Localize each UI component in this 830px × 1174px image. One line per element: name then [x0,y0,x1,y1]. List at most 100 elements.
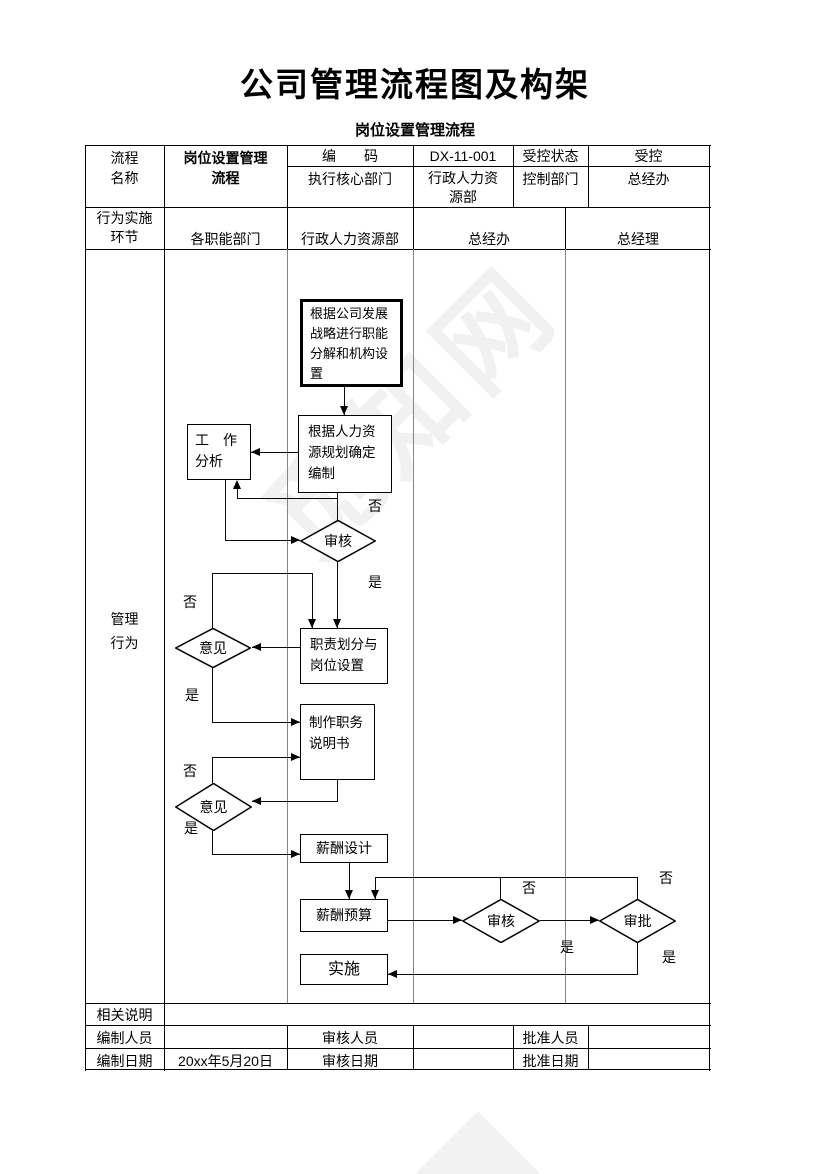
arrowhead-icon [590,916,599,924]
node-review1-label: 审核 [324,533,352,549]
flow-connector [637,943,638,975]
node-opinion1-label: 意见 [199,640,227,656]
opinion2-yes-label: 是 [184,820,198,836]
arrowhead-icon [291,850,300,858]
table-line [85,1048,711,1049]
opinion1-no-label: 否 [183,594,197,610]
arrowhead-icon [291,536,300,544]
flow-connector [212,757,300,758]
lane-header-gm-office: 总经办 [468,231,510,247]
node-start: 根据公司发展 战略进行职能 分解和机构设 置 [300,299,403,387]
arrowhead-icon [453,916,462,924]
node-implement: 实施 [300,954,388,985]
lane-header-gm: 总经理 [617,231,659,247]
node-review1-diamond: 审核 [300,520,376,562]
table-line [565,207,566,249]
review1-no-label: 否 [368,498,382,514]
table-line [85,207,711,208]
process-name-label: 流程 名称 [110,150,139,186]
control-dept-value: 总经办 [627,171,670,187]
node-review2-diamond: 审核 [462,899,540,943]
flow-connector [212,757,213,783]
flow-connector [212,831,213,855]
node-approve-diamond: 审批 [599,899,676,943]
lane-row-label: 行为实施 环节 [96,210,153,245]
approve-yes-label: 是 [662,949,676,965]
flow-connector [212,573,213,628]
node-review2-label: 审核 [487,913,515,929]
flow-connector [225,480,226,541]
node-hr-plan: 根据人力资 源规划确定 编制 [298,415,392,493]
lane-line [287,249,288,1003]
opinion1-yes-label: 是 [185,687,199,703]
flow-connector [212,573,313,574]
flow-connector [375,877,638,878]
control-dept-label: 控制部门 [522,171,579,187]
flow-connector [237,483,238,499]
flow-connector [344,387,345,415]
flow-connector [237,498,338,499]
arrowhead-icon [308,619,316,628]
lane-header-hr: 行政人力资源部 [301,231,399,247]
table-line [164,145,165,1071]
flow-connector [540,920,599,921]
approver-label: 批准人员 [522,1030,579,1046]
exec-dept-label: 执行核心部门 [308,171,392,187]
flow-connector [252,647,300,648]
management-row-label: 管理 行为 [110,611,139,651]
exec-dept-value: 行政人力资 源部 [428,170,498,205]
flow-connector [637,877,638,899]
flow-connector [388,974,637,975]
approve-no-label: 否 [659,870,673,886]
table-line [85,1025,711,1026]
arrowhead-icon [340,406,348,415]
page-subtitle: 岗位设置管理流程 [354,122,475,139]
flow-connector [212,722,300,723]
table-line [85,145,711,146]
node-opinion2-label: 意见 [199,799,228,815]
review1-yes-label: 是 [368,574,382,590]
make-date-value: 20xx年5月20日 [178,1053,273,1069]
flow-connector [500,877,501,899]
table-line [85,249,711,250]
process-name-value: 岗位设置管理 流程 [183,150,268,186]
lane-header-depts: 各职能部门 [190,231,261,247]
table-line [85,145,86,1071]
flow-connector [225,540,300,541]
control-state-value: 受控 [634,148,663,164]
node-opinion1-diamond: 意见 [175,628,251,668]
review2-yes-label: 是 [560,939,574,955]
process-table: 流程 名称 岗位设置管理 流程 编 码 DX-11-001 受控状态 受控 执行… [85,145,711,1071]
node-salary-design: 薪酬设计 [300,834,388,863]
arrowhead-icon [371,890,379,899]
code-value: DX-11-001 [429,148,497,164]
approve-date-label: 批准日期 [522,1053,579,1069]
flow-connector [251,452,298,453]
flow-connector [312,573,313,628]
table-line [85,1003,711,1004]
flow-connector [337,562,338,628]
arrowhead-icon [251,448,260,456]
page-title: 公司管理流程图及构架 [240,66,590,103]
node-approve-label: 审批 [623,913,652,929]
table-line [85,1069,711,1070]
node-opinion2-diamond: 意见 [175,783,252,831]
watermark-logo-icon [414,1111,542,1174]
table-line [709,145,710,1071]
control-state-label: 受控状态 [522,148,579,164]
flow-connector [337,780,338,802]
code-label: 编 码 [322,148,378,164]
arrowhead-icon [345,890,353,899]
reviewer-label: 审核人员 [322,1030,378,1046]
arrowhead-icon [233,480,241,489]
flow-connector [337,493,338,520]
table-line [513,145,514,207]
flow-connector [388,920,462,921]
flow-connector [252,801,338,802]
arrowhead-icon [291,718,300,726]
node-job-desc: 制作职务 说明书 [300,704,375,780]
lane-line [565,249,566,1003]
table-line [513,1025,514,1069]
table-line [413,145,414,249]
